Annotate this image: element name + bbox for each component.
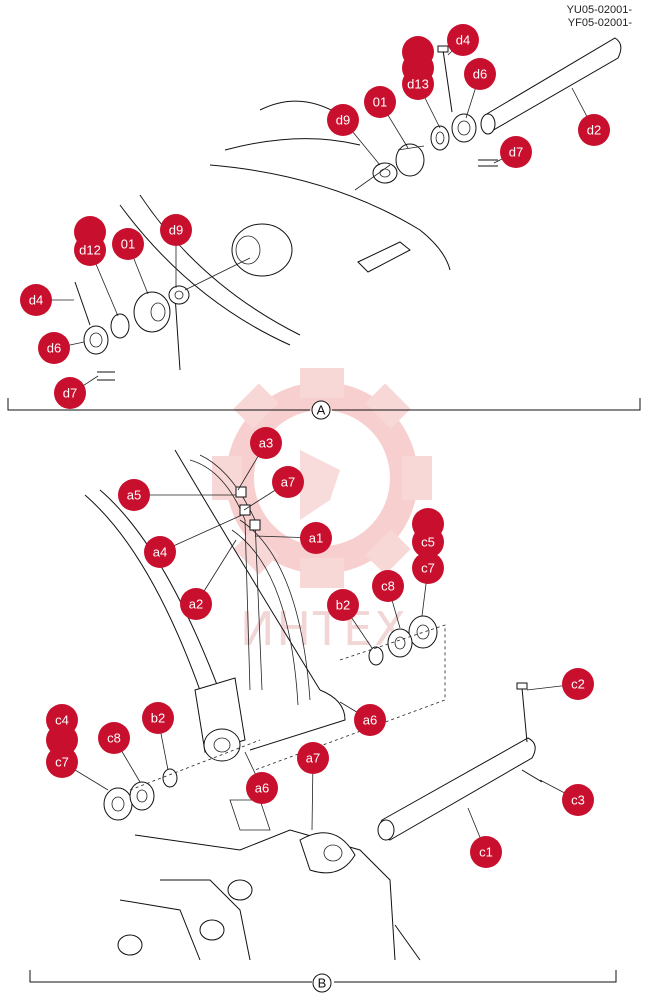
callout-d13-top: d13 xyxy=(402,68,434,100)
callout-a6-bottom: a6 xyxy=(246,772,278,804)
callout-c8-right: c8 xyxy=(372,570,404,602)
callout-d4-top: d4 xyxy=(447,24,479,56)
callout-c8-left: c8 xyxy=(98,722,130,754)
callout-d9-top: d9 xyxy=(327,104,359,136)
callout-label-a5: a5 xyxy=(127,488,141,503)
callout-d9-left: d9 xyxy=(160,214,192,246)
callout-d6-top: d6 xyxy=(464,58,496,90)
callout-b2-right: b2 xyxy=(327,589,359,621)
callout-label-d2: d2 xyxy=(587,123,601,138)
callout-label-c5: c5 xyxy=(421,535,435,550)
svg-text:B: B xyxy=(318,976,327,991)
callout-a3: a3 xyxy=(250,427,282,459)
section-b-marker: B xyxy=(312,973,332,993)
callout-c7-left: c7 xyxy=(46,746,78,778)
callout-a7-bottom: a7 xyxy=(297,742,329,774)
callout-label-a3: a3 xyxy=(259,436,273,451)
callout-a2: a2 xyxy=(180,588,212,620)
callout-label-c1: c1 xyxy=(479,845,493,860)
callout-a6-right: a6 xyxy=(354,704,386,736)
callout-o1-top: 01 xyxy=(364,86,396,118)
callout-label-a6-right: a6 xyxy=(363,713,377,728)
callout-label-c3: c3 xyxy=(571,793,585,808)
callout-label-d9-left: d9 xyxy=(169,223,183,238)
callout-label-d7-top: d7 xyxy=(509,145,523,160)
callout-label-d6-left: d6 xyxy=(47,341,61,356)
callout-label-a7-bottom: a7 xyxy=(306,751,320,766)
callout-d4-left: d4 xyxy=(20,284,52,316)
callout-c1: c1 xyxy=(470,836,502,868)
svg-text:A: A xyxy=(317,403,326,418)
callout-label-a6-bottom: a6 xyxy=(255,781,269,796)
callout-label-d4-left: d4 xyxy=(29,293,43,308)
callout-c5: c5 xyxy=(412,526,444,558)
callout-o1-left: 01 xyxy=(112,228,144,260)
callout-label-d6-top: d6 xyxy=(473,67,487,82)
callout-d7-top: d7 xyxy=(500,136,532,168)
callout-a5: a5 xyxy=(118,479,150,511)
section-a-artwork xyxy=(74,37,622,381)
callout-d12-left: d12 xyxy=(74,234,106,266)
callout-label-c4: c4 xyxy=(55,713,69,728)
drawing-code-1: YU05-02001- xyxy=(566,4,632,16)
callout-label-a4: a4 xyxy=(153,545,167,560)
callout-c2: c2 xyxy=(562,668,594,700)
callout-d6-left: d6 xyxy=(38,332,70,364)
callout-label-d9-top: d9 xyxy=(336,113,350,128)
callout-label-d7-left: d7 xyxy=(63,386,77,401)
callout-b2-left: b2 xyxy=(142,702,174,734)
callout-layer: d4 d6 d13 01 d9 d7 d2 d12 01 d9 d4 d6 d7 a3 a5 a7 a1 a4 a2… xyxy=(20,24,610,868)
callout-d2: d2 xyxy=(578,114,610,146)
callout-label-c8-left: c8 xyxy=(107,731,121,746)
callout-label-c7-left: c7 xyxy=(55,755,69,770)
callout-c3: c3 xyxy=(562,784,594,816)
callout-label-c8-right: c8 xyxy=(381,579,395,594)
section-b-bracket xyxy=(29,970,617,983)
callout-label-b2-left: b2 xyxy=(151,711,165,726)
callout-label-d12-left: d12 xyxy=(79,243,101,258)
section-a-bracket xyxy=(7,398,641,411)
callout-label-b2-right: b2 xyxy=(336,598,350,613)
callout-label-a1: a1 xyxy=(309,531,323,546)
callout-d7-left: d7 xyxy=(54,377,86,409)
callout-label-a2: a2 xyxy=(189,597,203,612)
callout-label-c2: c2 xyxy=(571,677,585,692)
callout-label-a7-top: a7 xyxy=(281,475,295,490)
watermark-text: ИНТЕХ xyxy=(240,602,408,656)
callout-label-d4-top: d4 xyxy=(456,33,470,48)
callout-a1: a1 xyxy=(300,522,332,554)
callout-a7-top: a7 xyxy=(272,466,304,498)
callout-label-o1-left: 01 xyxy=(121,237,135,252)
callout-label-o1-top: 01 xyxy=(373,95,387,110)
callout-label-d13-top: d13 xyxy=(407,77,429,92)
callout-label-c7-right: c7 xyxy=(421,561,435,576)
callout-c7-right: c7 xyxy=(412,552,444,584)
callout-c4: c4 xyxy=(46,704,78,736)
section-b-artwork xyxy=(84,449,543,961)
drawing-code-2: YF05-02001- xyxy=(567,17,632,29)
section-a-marker: A xyxy=(311,400,331,420)
callout-a4: a4 xyxy=(144,536,176,568)
